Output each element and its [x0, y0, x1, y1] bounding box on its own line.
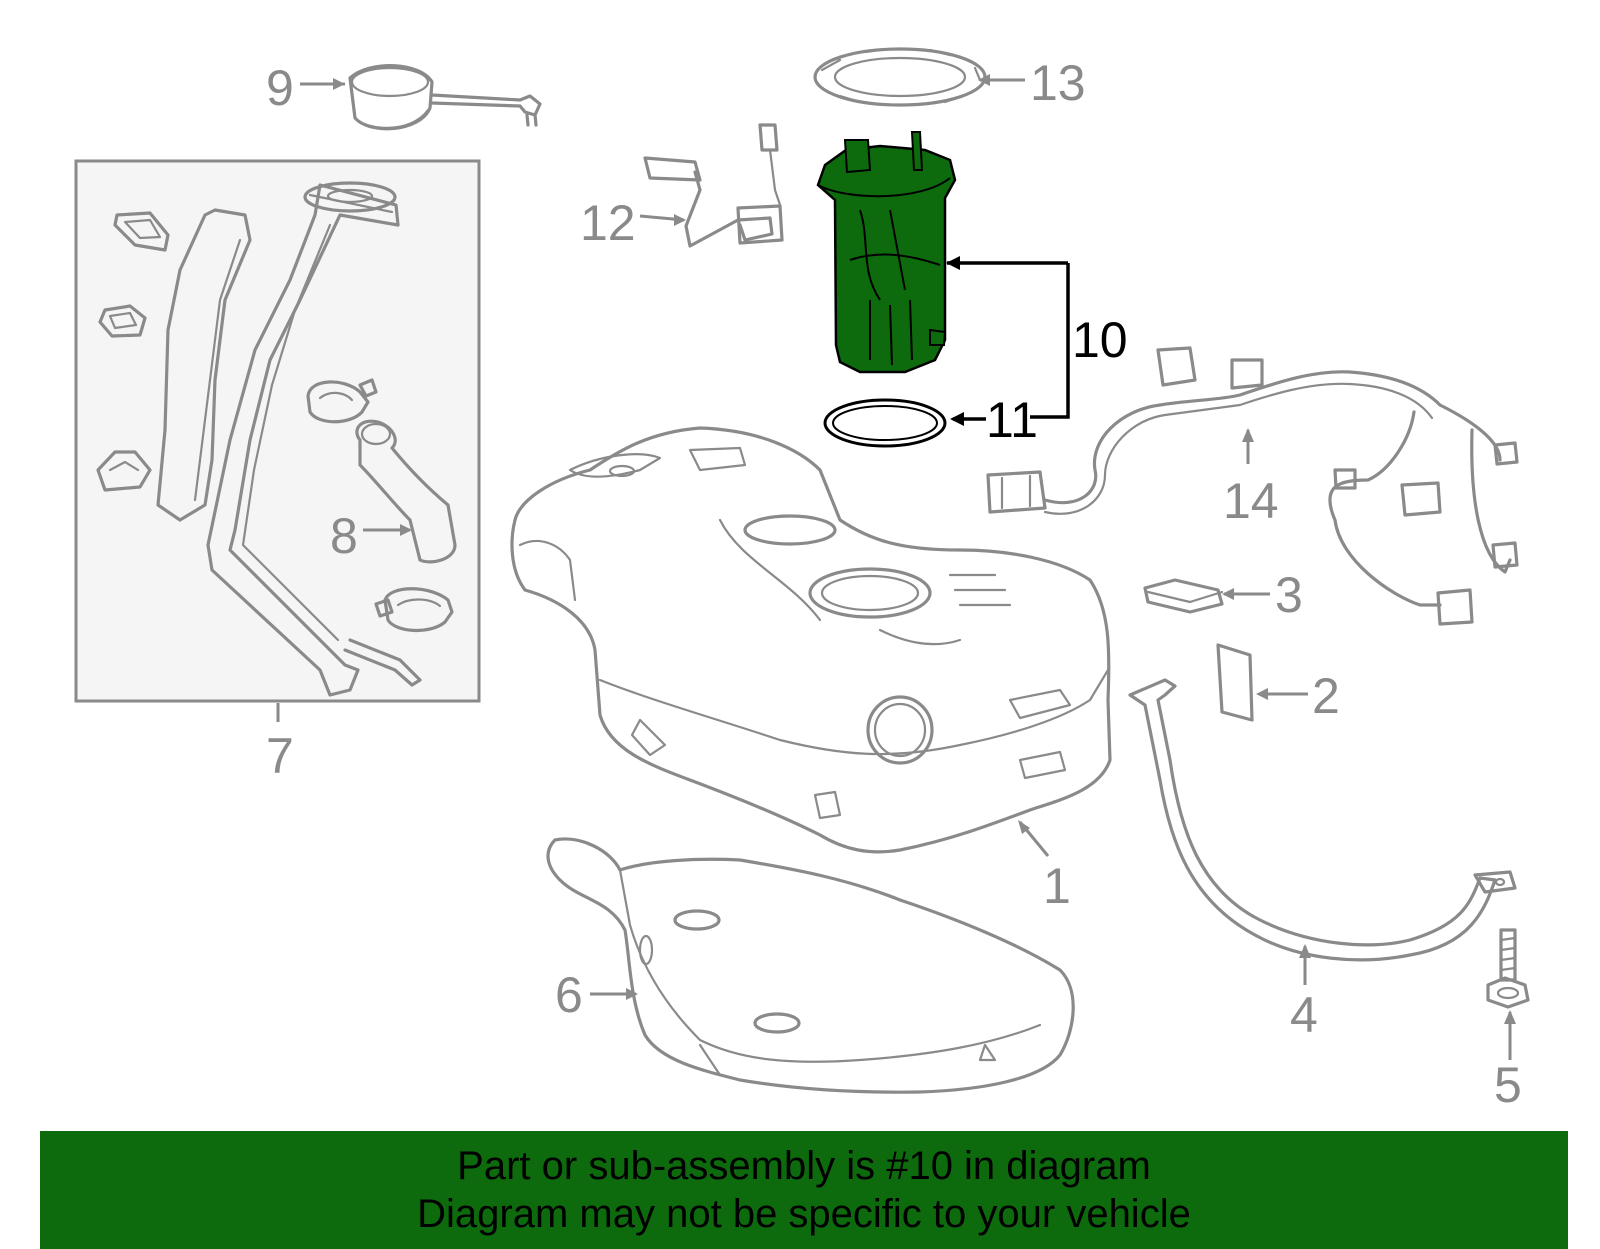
o-ring-part-11: [823, 398, 947, 448]
footer-line-1: Part or sub-assembly is #10 in diagram: [457, 1144, 1151, 1188]
sender-part-12: [643, 123, 784, 248]
footer-banner: Part or sub-assembly is #10 in diagram D…: [40, 1131, 1568, 1249]
fuel-tank-part-1: [510, 426, 1112, 854]
fuel-cap-part-9: [348, 64, 542, 131]
callout-5: 5: [1494, 1057, 1522, 1113]
heat-shield-part-6: [546, 837, 1075, 1094]
callout-9: 9: [266, 60, 294, 116]
lock-ring-part-13: [813, 47, 987, 107]
callout-6: 6: [555, 967, 583, 1023]
callout-13: 13: [1030, 55, 1086, 111]
pad-part-2: [1216, 643, 1254, 722]
callout-8: 8: [330, 508, 358, 564]
fuel-pump-module-part-10: [816, 131, 957, 374]
strap-part-4: [1128, 678, 1517, 962]
pad-part-3: [1143, 578, 1224, 614]
callout-12: 12: [580, 195, 636, 251]
leader-lines: [276, 74, 1516, 1060]
callout-14: 14: [1223, 473, 1279, 529]
callout-10: 10: [1072, 312, 1128, 368]
callout-3: 3: [1275, 567, 1303, 623]
footer-line-2: Diagram may not be specific to your vehi…: [417, 1192, 1191, 1236]
wiring-harness-part-14: [986, 346, 1519, 626]
callout-1: 1: [1043, 858, 1071, 914]
filler-assembly-group-7: [74, 159, 481, 703]
bolt-part-5: [1486, 928, 1530, 1009]
callout-7: 7: [266, 728, 294, 784]
callout-2: 2: [1312, 668, 1340, 724]
callout-4: 4: [1290, 987, 1318, 1043]
callout-11: 11: [986, 392, 1038, 448]
